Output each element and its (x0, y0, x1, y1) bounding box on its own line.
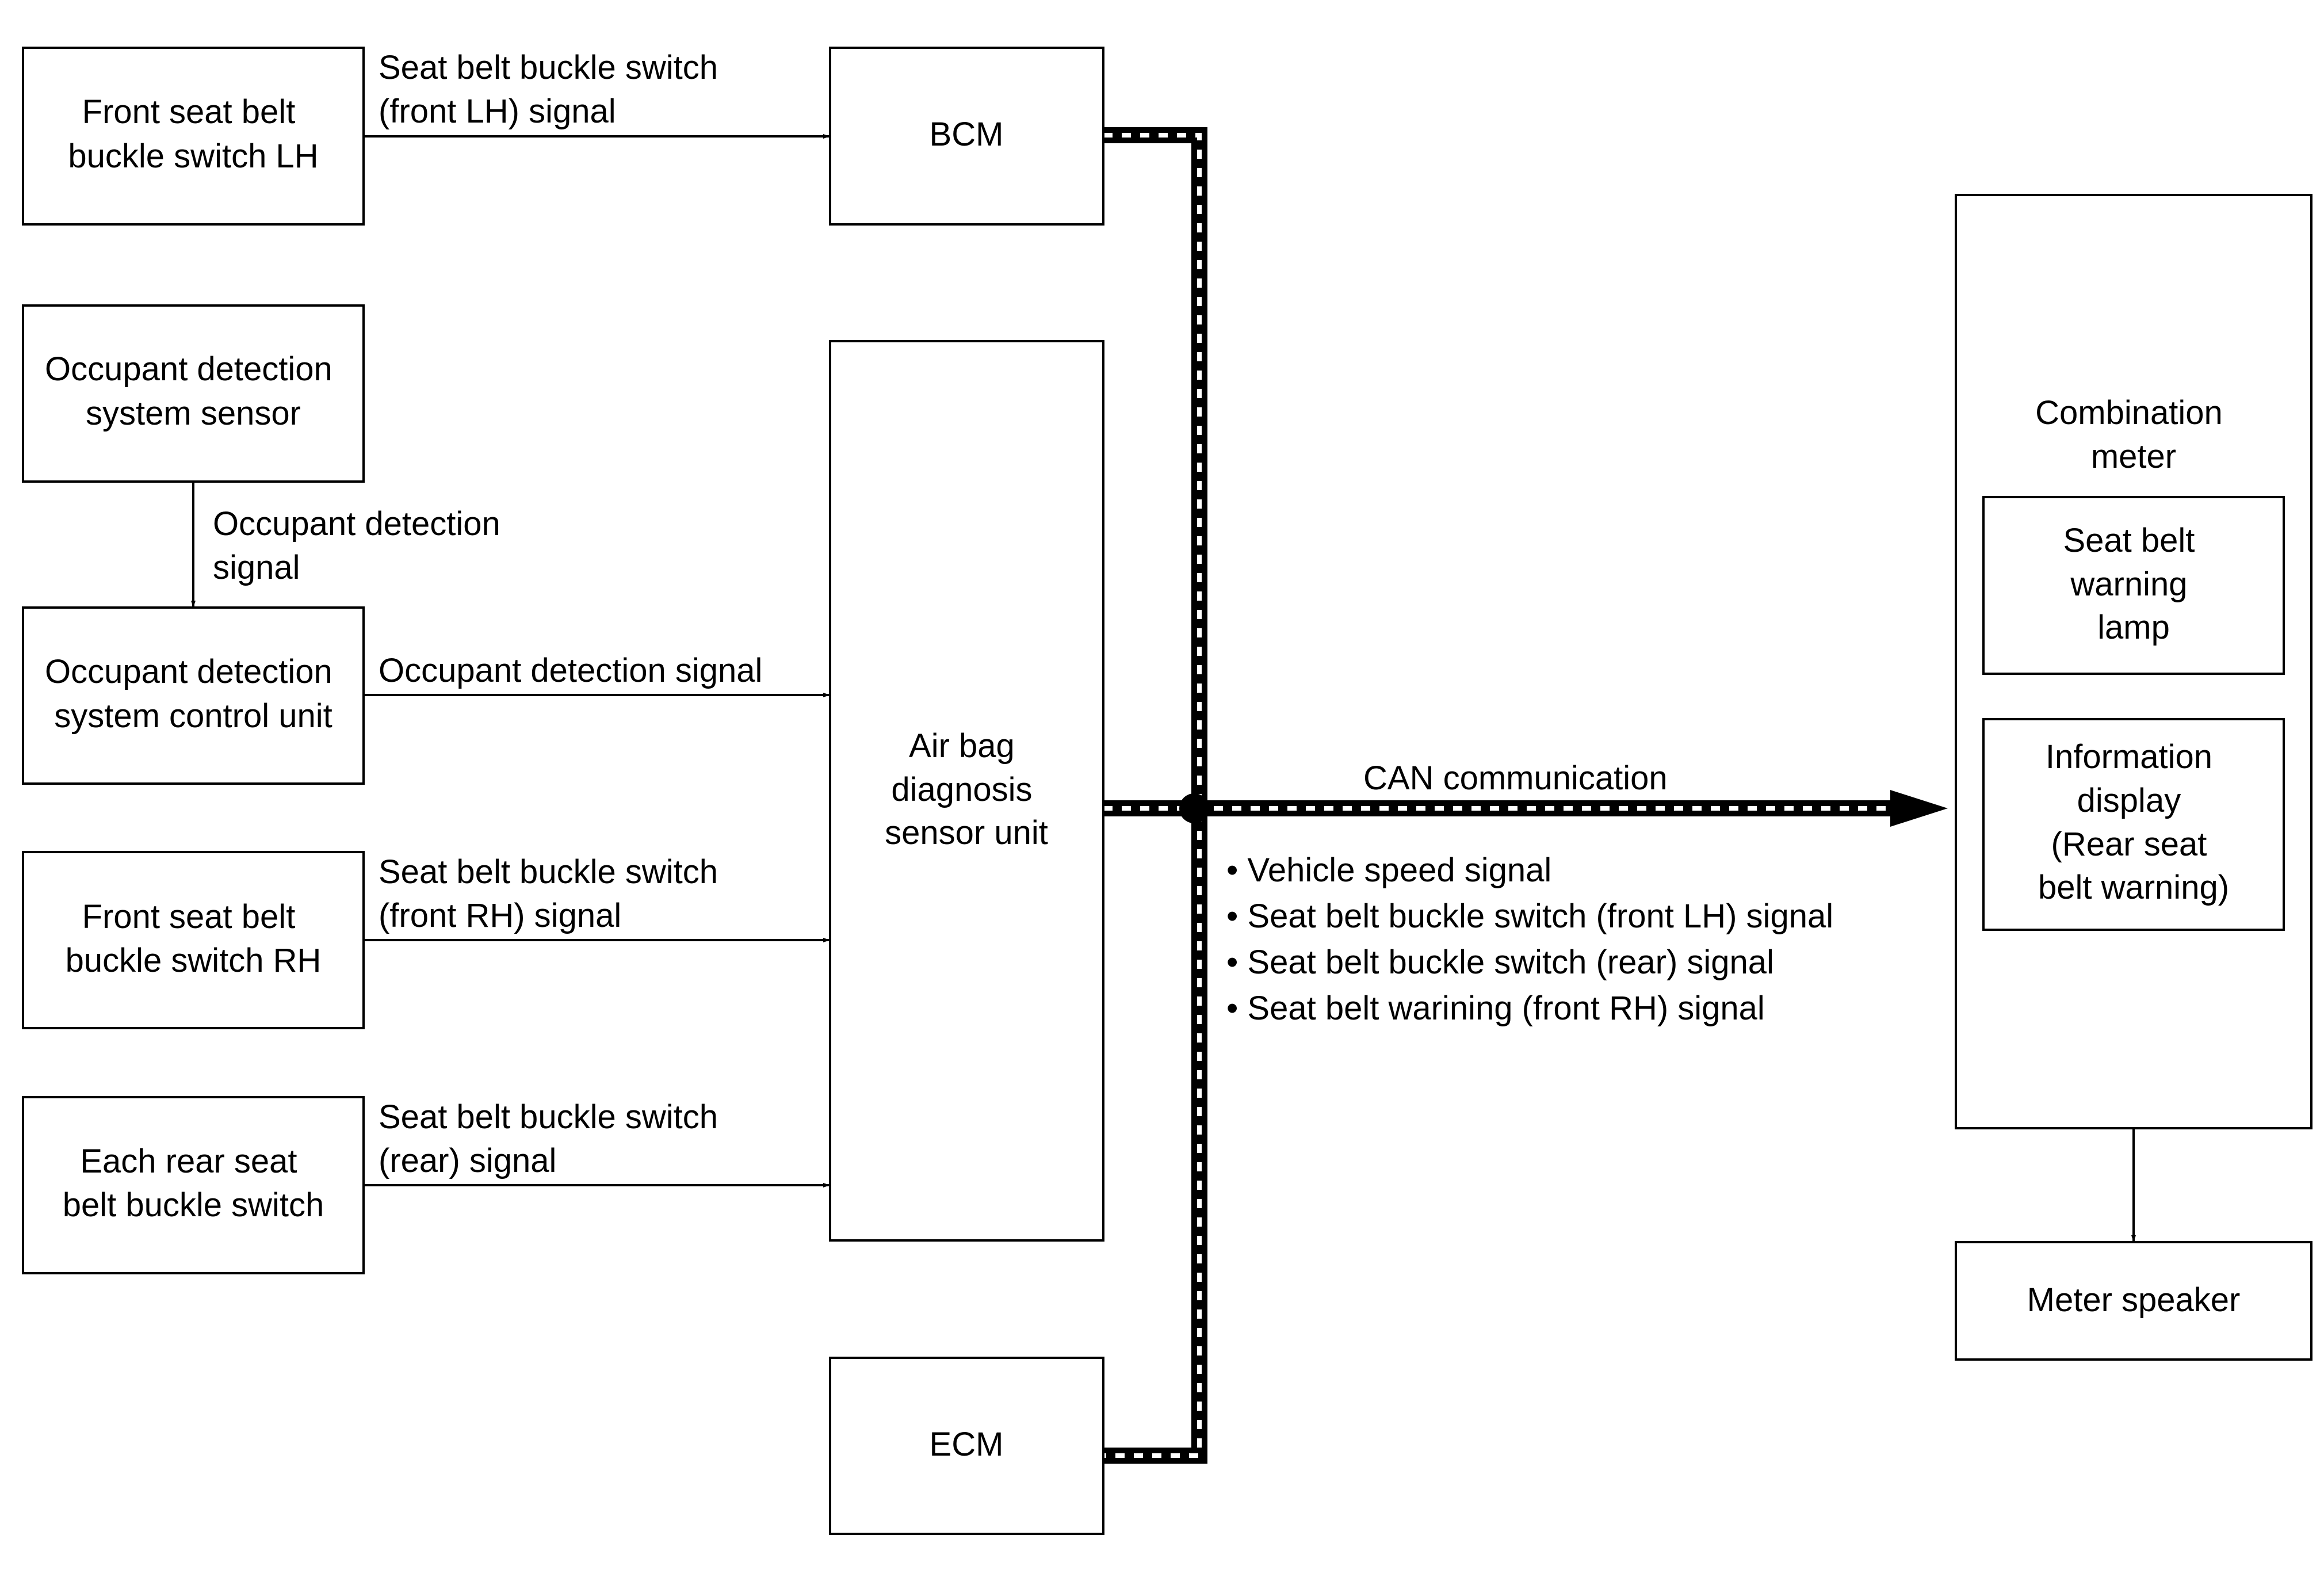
node-meter-speaker: Meter speaker (1955, 1241, 2312, 1361)
edge-label-line: (rear) signal (379, 1142, 556, 1179)
node-label-line: Occupant detection (45, 350, 332, 388)
can-bus-junction (1179, 793, 1209, 823)
edge-label-occupant-detection-2: Occupant detection signal (379, 652, 762, 689)
node-label-line: system control unit (54, 697, 332, 735)
node-info-display: Information display (Rear seat belt warn… (1982, 718, 2285, 931)
can-signal-item: • Seat belt buckle switch (front LH) sig… (1226, 898, 1833, 935)
node-label-line: (Rear seat (2051, 826, 2207, 863)
edge-label-line: Seat belt buckle switch (379, 49, 718, 86)
svg-text:Front seat belt buckle s: Front seat belt buckle switch LH (68, 93, 318, 175)
can-bus-trunk (1103, 127, 1207, 1464)
node-label-line: warning (2070, 566, 2187, 603)
edge-label-line: Occupant detection signal (379, 652, 762, 689)
node-label-line: buckle switch LH (68, 138, 318, 175)
svg-text:Occupant detection syste: Occupant detection system control unit (45, 653, 342, 735)
edge-label-rear-signal: Seat belt buckle switch (rear) signal (379, 1098, 727, 1179)
edge-label-line: signal (213, 549, 300, 586)
edge-label-line: Occupant detection (213, 505, 500, 543)
can-signal-list: • Vehicle speed signal • Seat belt buckl… (1226, 851, 1843, 1027)
svg-text:Seat belt warning: Seat belt warning lamp (2063, 522, 2204, 646)
node-ods-control-unit: Occupant detection system control unit (22, 606, 365, 785)
node-ecm: ECM (829, 1357, 1104, 1535)
node-label-line: buckle switch RH (66, 942, 322, 979)
node-label-line: display (2077, 782, 2181, 819)
node-label-line: meter (2091, 438, 2176, 475)
edge-label-front-lh-signal: Seat belt buckle switch (front LH) signa… (379, 49, 727, 130)
node-label-line: Air bag (909, 727, 1015, 765)
node-label-line: ECM (930, 1426, 1004, 1463)
node-airbag-unit: Air bag diagnosis sensor unit (829, 340, 1104, 1242)
svg-text:Each rear seat belt buck: Each rear seat belt buckle switch (63, 1143, 324, 1224)
node-label-line: system sensor (86, 395, 301, 432)
edge-label-line: (front RH) signal (379, 897, 621, 934)
node-label-line: belt buckle switch (63, 1186, 324, 1224)
node-label-line: BCM (930, 116, 1004, 153)
can-signal-item: • Seat belt buckle switch (rear) signal (1226, 944, 1774, 981)
node-label-line: Occupant detection (45, 653, 332, 690)
node-seat-belt-lamp: Seat belt warning lamp (1982, 496, 2285, 675)
node-label-line: Front seat belt (82, 93, 296, 131)
edge-label-can-communication: CAN communication (1363, 759, 1668, 797)
can-signal-item: • Vehicle speed signal (1226, 851, 1551, 889)
node-front-rh-switch: Front seat belt buckle switch RH (22, 851, 365, 1029)
node-label-line: sensor unit (885, 814, 1048, 851)
node-front-lh-switch: Front seat belt buckle switch LH (22, 47, 365, 226)
node-label-line: diagnosis (891, 771, 1032, 808)
svg-text:Front seat belt buckle s: Front seat belt buckle switch RH (66, 898, 322, 979)
can-bus-arrowhead (1890, 790, 1948, 827)
svg-text:BCM: BCM (930, 116, 1004, 153)
svg-text:Combination meter: Combination meter (2035, 394, 2232, 475)
edge-label-line: CAN communication (1363, 759, 1668, 797)
node-label-line: Meter speaker (2027, 1281, 2241, 1319)
svg-text:Meter speaker: Meter speaker (2027, 1281, 2241, 1319)
edge-label-front-rh-signal: Seat belt buckle switch (front RH) signa… (379, 853, 727, 934)
node-label-line: Combination (2035, 394, 2223, 432)
node-label-line: Information (2046, 738, 2212, 776)
edge-label-line: Seat belt buckle switch (379, 1098, 718, 1136)
node-label-line: Seat belt (2063, 522, 2195, 559)
node-rear-switch: Each rear seat belt buckle switch (22, 1096, 365, 1274)
node-bcm: BCM (829, 47, 1104, 226)
node-ods-sensor: Occupant detection system sensor (22, 304, 365, 483)
edge-label-line: (front LH) signal (379, 93, 616, 130)
node-label-line: belt warning) (2038, 869, 2229, 906)
svg-text:Information display: Information display (Rear seat belt warn… (2038, 738, 2229, 906)
node-label-line: Each rear seat (80, 1143, 297, 1180)
node-label-line: Front seat belt (82, 898, 296, 935)
can-signal-item: • Seat belt warining (front RH) signal (1226, 990, 1765, 1027)
svg-text:Air bag diagnosis: Air bag diagnosis sensor unit (885, 727, 1048, 851)
svg-text:ECM: ECM (930, 1426, 1004, 1463)
edge-label-occupant-detection-1: Occupant detection signal (213, 505, 510, 586)
node-label-line: lamp (2097, 609, 2170, 646)
svg-text:Occupant detection syste: Occupant detection system sensor (45, 350, 342, 432)
can-bus (1103, 127, 1948, 1464)
edge-label-line: Seat belt buckle switch (379, 853, 718, 891)
